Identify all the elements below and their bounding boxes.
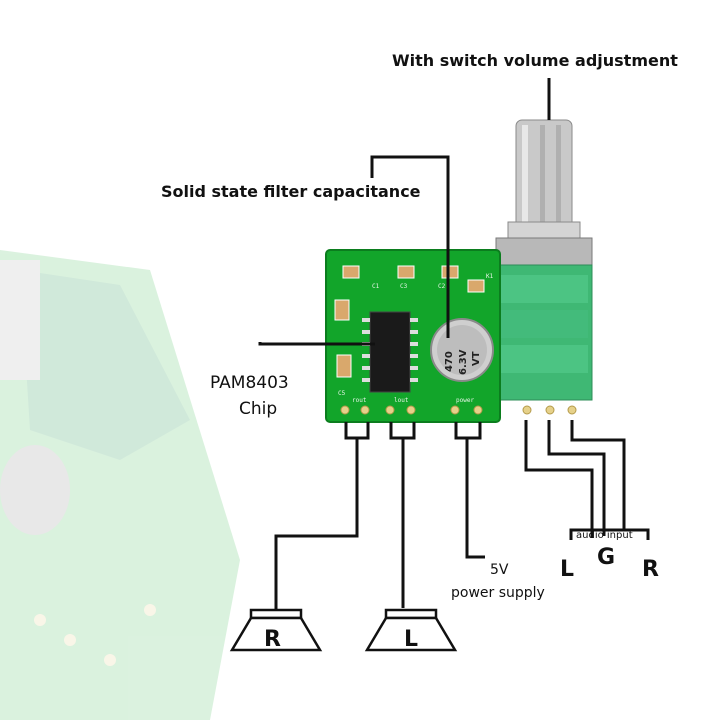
silk-lout: lout — [394, 397, 409, 404]
silk-k1: K1 — [486, 273, 494, 280]
silk-power: power — [456, 397, 474, 404]
label-pin-r: R — [642, 557, 659, 582]
speaker-right-label: R — [264, 627, 281, 652]
label-audio-input: audio input — [576, 530, 633, 541]
silk-c3: C3 — [400, 283, 408, 290]
silk-c1: C1 — [372, 283, 380, 290]
label-volume-adjustment: With switch volume adjustment — [392, 51, 678, 70]
label-pin-g: G — [597, 545, 615, 570]
wires — [274, 420, 650, 616]
annotation-lines — [258, 78, 551, 346]
silk-rout: rout — [352, 397, 367, 404]
capacitor-marking-voltage: 6.3V — [458, 349, 469, 375]
speaker-right: R — [229, 608, 323, 652]
capacitor-marking-470: 470 — [444, 351, 455, 372]
label-power-supply: power supply — [451, 585, 545, 601]
speaker-left: L — [364, 608, 458, 652]
capacitor-marking-vt: VT — [471, 351, 482, 366]
speaker-left-label: L — [404, 627, 418, 652]
label-5v: 5V — [490, 562, 509, 578]
silk-c2: C2 — [438, 283, 446, 290]
label-filter-capacitance: Solid state filter capacitance — [161, 182, 421, 201]
label-chip-name: PAM8403 — [210, 373, 289, 393]
potentiometer — [495, 119, 593, 401]
filter-capacitor: 470 6.3V VT — [430, 318, 494, 382]
silk-c5: C5 — [338, 390, 346, 397]
pam8403-chip — [362, 311, 418, 393]
label-chip-word: Chip — [239, 399, 277, 419]
faded-background-board — [0, 250, 240, 720]
label-pin-l: L — [560, 557, 574, 582]
